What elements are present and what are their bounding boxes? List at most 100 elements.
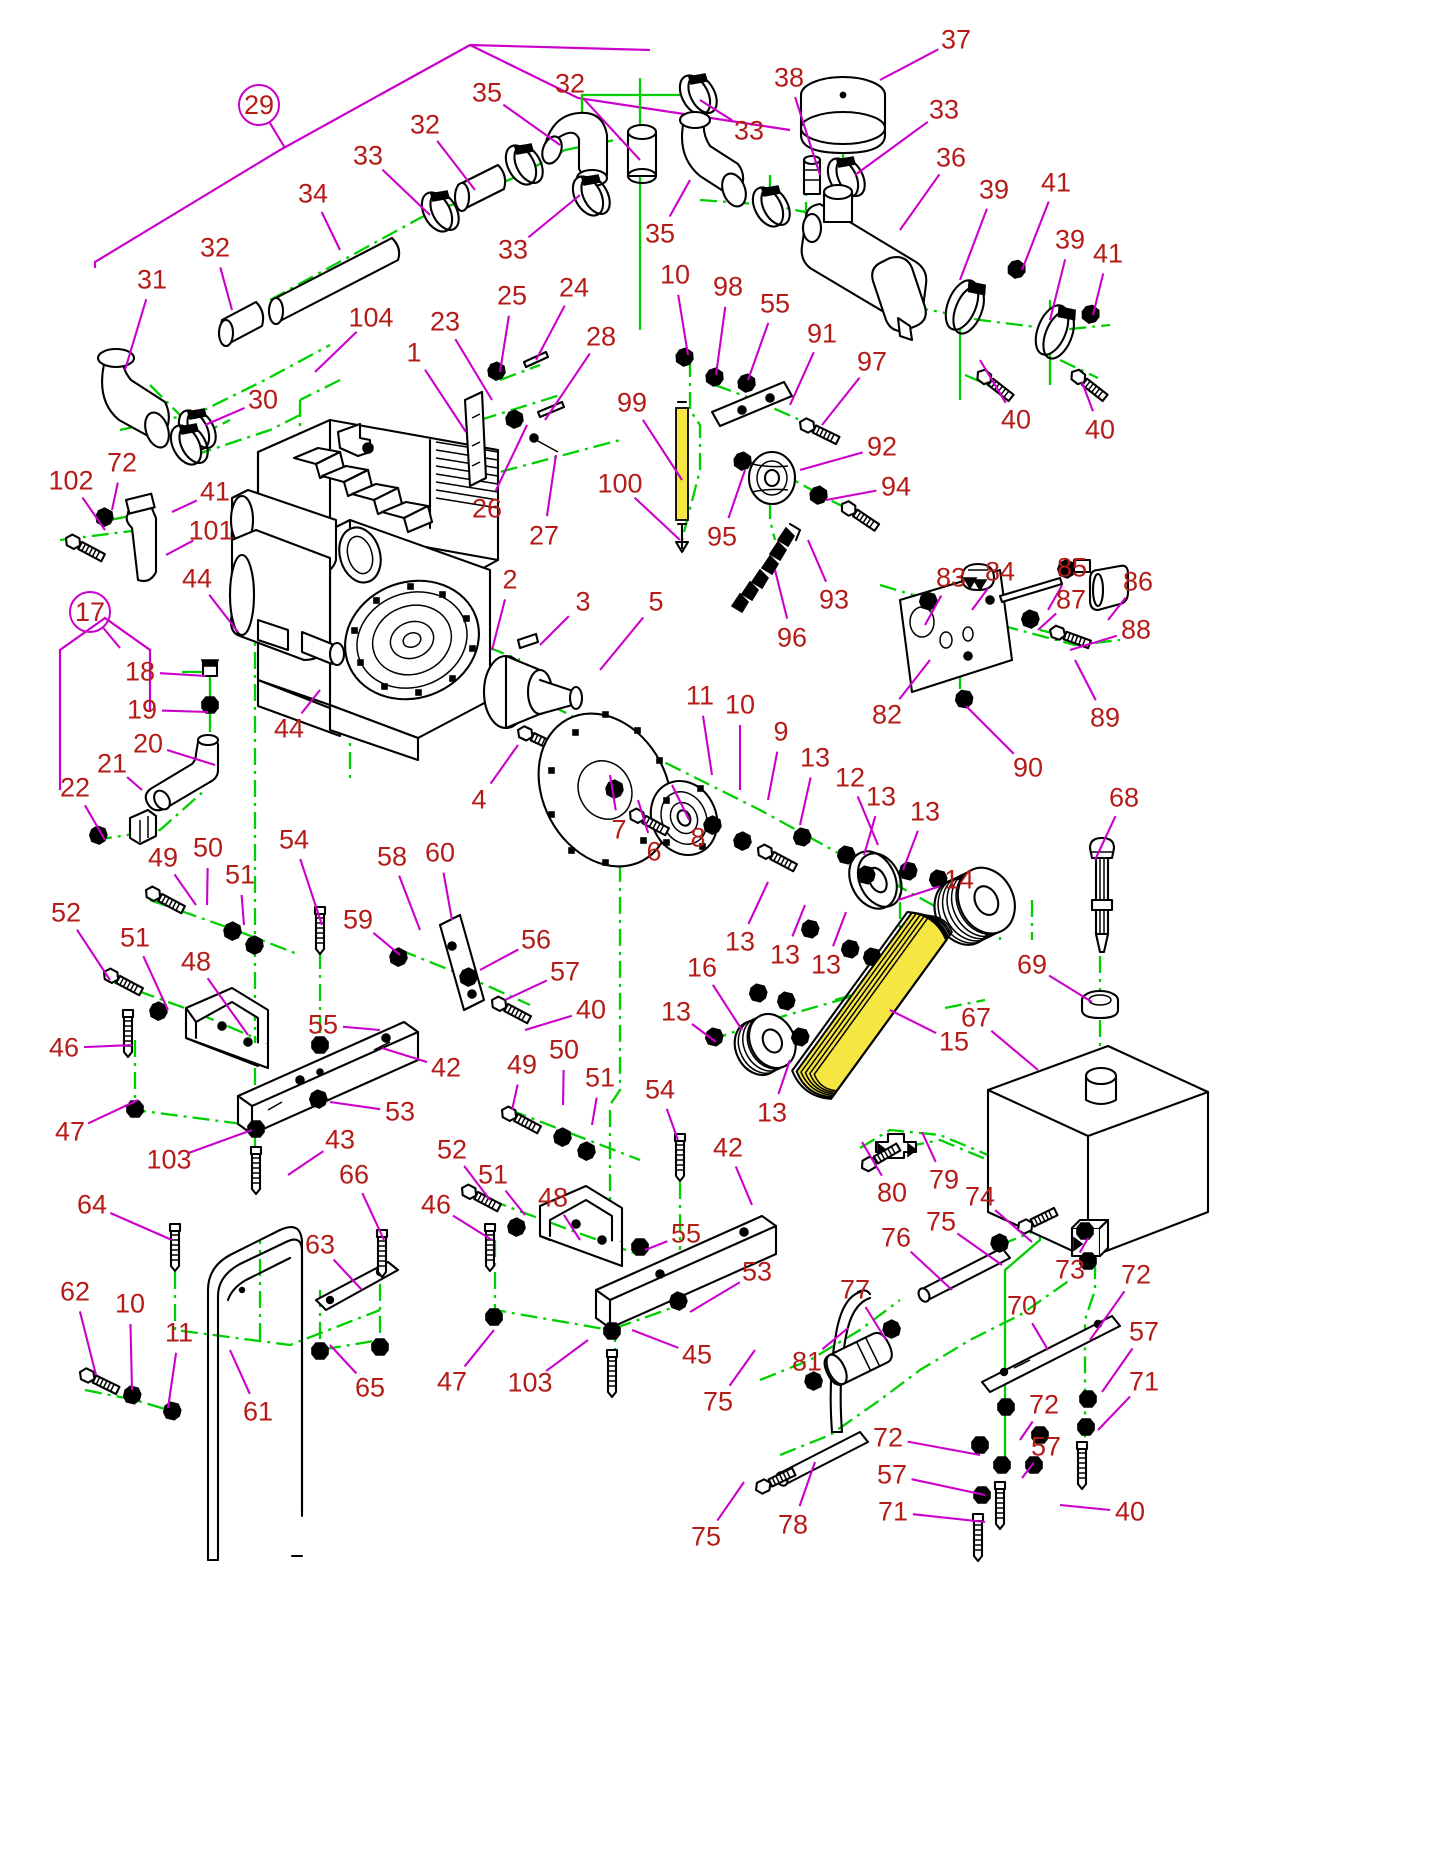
callout-18: 18: [124, 656, 156, 687]
callout-103: 103: [507, 1367, 553, 1398]
callout-7: 7: [611, 814, 627, 845]
callout-29: 29: [238, 84, 280, 126]
callout-54: 54: [278, 824, 310, 855]
callout-13: 13: [660, 996, 692, 1027]
callout-25: 25: [496, 280, 528, 311]
callout-71: 71: [1128, 1366, 1160, 1397]
callout-78: 78: [777, 1509, 809, 1540]
callout-26: 26: [471, 493, 503, 524]
callout-37: 37: [940, 24, 972, 55]
callout-13: 13: [865, 781, 897, 812]
callout-55: 55: [670, 1218, 702, 1249]
callout-23: 23: [429, 306, 461, 337]
callout-19: 19: [126, 694, 158, 725]
callout-17: 17: [69, 591, 111, 633]
callout-42: 42: [430, 1052, 462, 1083]
callout-50: 50: [548, 1034, 580, 1065]
callout-76: 76: [880, 1222, 912, 1253]
callout-69: 69: [1016, 949, 1048, 980]
callout-104: 104: [348, 302, 394, 333]
callout-16: 16: [686, 952, 718, 983]
callout-32: 32: [199, 232, 231, 263]
callout-46: 46: [420, 1189, 452, 1220]
callout-68: 68: [1108, 782, 1140, 813]
callout-22: 22: [59, 772, 91, 803]
callout-10: 10: [114, 1288, 146, 1319]
callout-40: 40: [1000, 404, 1032, 435]
callout-75: 75: [702, 1386, 734, 1417]
callout-33: 33: [352, 140, 384, 171]
callout-51: 51: [224, 859, 256, 890]
callout-60: 60: [424, 837, 456, 868]
callout-20: 20: [132, 728, 164, 759]
callout-24: 24: [558, 272, 590, 303]
callout-74: 74: [964, 1181, 996, 1212]
callout-72: 72: [1120, 1259, 1152, 1290]
callout-45: 45: [681, 1339, 713, 1370]
callout-57: 57: [876, 1459, 908, 1490]
callout-40: 40: [575, 994, 607, 1025]
callout-44: 44: [181, 563, 213, 594]
callout-53: 53: [384, 1096, 416, 1127]
callout-11: 11: [685, 680, 715, 711]
callout-15: 15: [938, 1026, 970, 1057]
callout-3: 3: [575, 586, 591, 617]
callout-13: 13: [756, 1097, 788, 1128]
callout-65: 65: [354, 1372, 386, 1403]
callout-53: 53: [741, 1256, 773, 1287]
callout-39: 39: [978, 174, 1010, 205]
callout-77: 77: [839, 1274, 871, 1305]
callout-33: 33: [497, 234, 529, 265]
callout-96: 96: [776, 622, 808, 653]
callout-92: 92: [866, 431, 898, 462]
callout-83: 83: [935, 562, 967, 593]
callout-55: 55: [307, 1009, 339, 1040]
callout-13: 13: [810, 949, 842, 980]
callout-67: 67: [960, 1002, 992, 1033]
callout-103: 103: [146, 1144, 192, 1175]
callout-21: 21: [96, 748, 128, 779]
callout-35: 35: [471, 77, 503, 108]
callout-13: 13: [769, 939, 801, 970]
callout-2: 2: [502, 564, 518, 595]
callout-39: 39: [1054, 224, 1086, 255]
callout-81: 81: [791, 1346, 823, 1377]
callout-87: 87: [1055, 584, 1087, 615]
callout-84: 84: [984, 556, 1016, 587]
callout-40: 40: [1084, 414, 1116, 445]
callout-10: 10: [724, 689, 756, 720]
callout-85: 85: [1056, 552, 1088, 583]
callout-56: 56: [520, 924, 552, 955]
callout-70: 70: [1006, 1290, 1038, 1321]
callout-66: 66: [338, 1159, 370, 1190]
callout-93: 93: [818, 584, 850, 615]
callout-55: 55: [759, 288, 791, 319]
callout-31: 31: [136, 264, 168, 295]
callout-57: 57: [549, 956, 581, 987]
callout-28: 28: [585, 321, 617, 352]
callout-51: 51: [584, 1062, 616, 1093]
callout-30: 30: [247, 384, 279, 415]
callout-6: 6: [646, 836, 662, 867]
callout-13: 13: [799, 742, 831, 773]
callout-100: 100: [597, 468, 643, 499]
callout-46: 46: [48, 1032, 80, 1063]
callout-10: 10: [659, 259, 691, 290]
callout-58: 58: [376, 841, 408, 872]
callout-12: 12: [834, 762, 866, 793]
callout-41: 41: [199, 476, 231, 507]
callout-35: 35: [644, 218, 676, 249]
callout-51: 51: [119, 922, 151, 953]
callout-42: 42: [712, 1132, 744, 1163]
callout-13: 13: [724, 926, 756, 957]
callout-71: 71: [877, 1496, 909, 1527]
callout-34: 34: [297, 178, 329, 209]
callout-94: 94: [880, 471, 912, 502]
callout-57: 57: [1030, 1431, 1062, 1462]
callout-47: 47: [436, 1366, 468, 1397]
callout-75: 75: [690, 1521, 722, 1552]
callout-61: 61: [242, 1396, 274, 1427]
callout-5: 5: [648, 586, 664, 617]
